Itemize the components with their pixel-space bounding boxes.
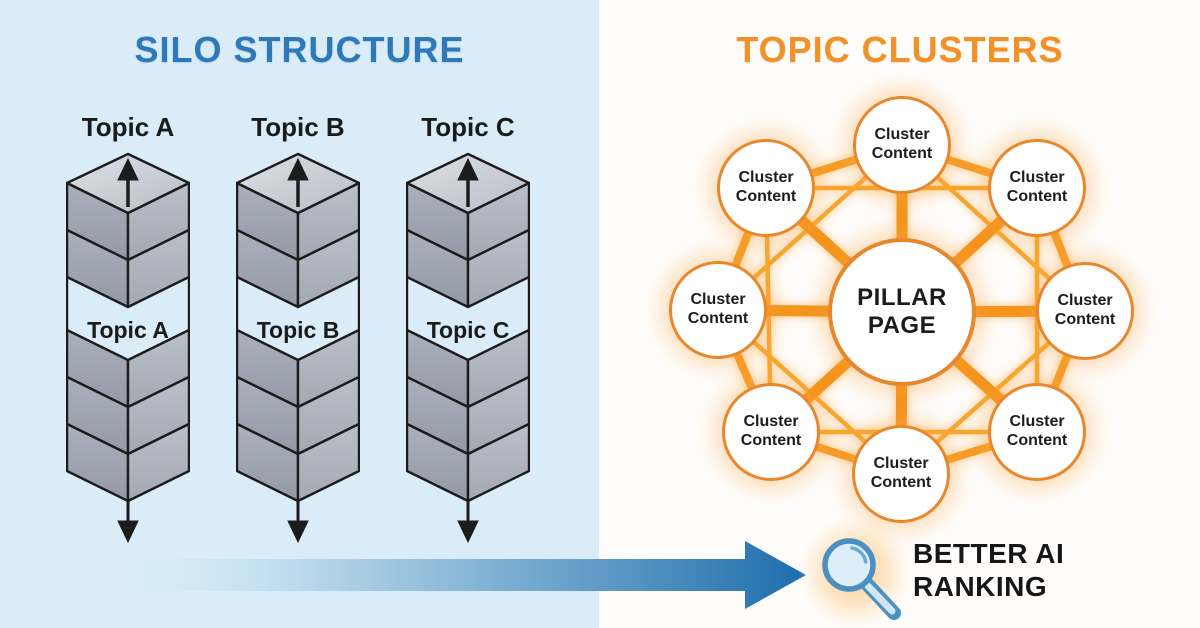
silo-b-heading: Topic B — [251, 112, 345, 142]
pillar-page-label: PILLAR PAGE — [857, 284, 947, 339]
silo-column-c — [406, 150, 530, 550]
cluster-content-label: Cluster Content — [687, 291, 749, 327]
cluster-content-node-bottom: Cluster Content — [852, 425, 950, 523]
topic-clusters-title: TOPIC CLUSTERS — [736, 29, 1064, 70]
cluster-content-label: Cluster Content — [1006, 413, 1068, 449]
silo-column-b — [236, 150, 360, 550]
cluster-content-node-bottom-left: Cluster Content — [722, 383, 820, 481]
cluster-content-node-left: Cluster Content — [669, 261, 767, 359]
cluster-content-label: Cluster Content — [740, 413, 802, 449]
cluster-content-label: Cluster Content — [870, 455, 932, 491]
cluster-content-label: Cluster Content — [1054, 292, 1116, 328]
cluster-content-label: Cluster Content — [1006, 169, 1068, 205]
pillar-page-node: PILLAR PAGE — [828, 238, 976, 386]
silo-a-heading: Topic A — [81, 112, 175, 142]
cluster-content-node-top: Cluster Content — [853, 96, 951, 194]
cluster-content-label: Cluster Content — [735, 169, 797, 205]
silo-c-heading: Topic C — [421, 112, 515, 142]
cluster-content-node-top-right: Cluster Content — [988, 139, 1086, 237]
silo-c-mid-label: Topic C — [426, 317, 510, 343]
cluster-content-label: Cluster Content — [871, 126, 933, 162]
cluster-content-node-top-left: Cluster Content — [717, 139, 815, 237]
silo-a-mid-label: Topic A — [87, 317, 169, 343]
silo-column-a — [66, 150, 190, 550]
better-ai-ranking-label: BETTER AI RANKING — [913, 538, 1065, 602]
silo-b-mid-label: Topic B — [256, 317, 340, 343]
cluster-content-node-bottom-right: Cluster Content — [988, 383, 1086, 481]
silo-structure-title: SILO STRUCTURE — [134, 29, 465, 70]
cluster-content-node-right: Cluster Content — [1036, 262, 1134, 360]
